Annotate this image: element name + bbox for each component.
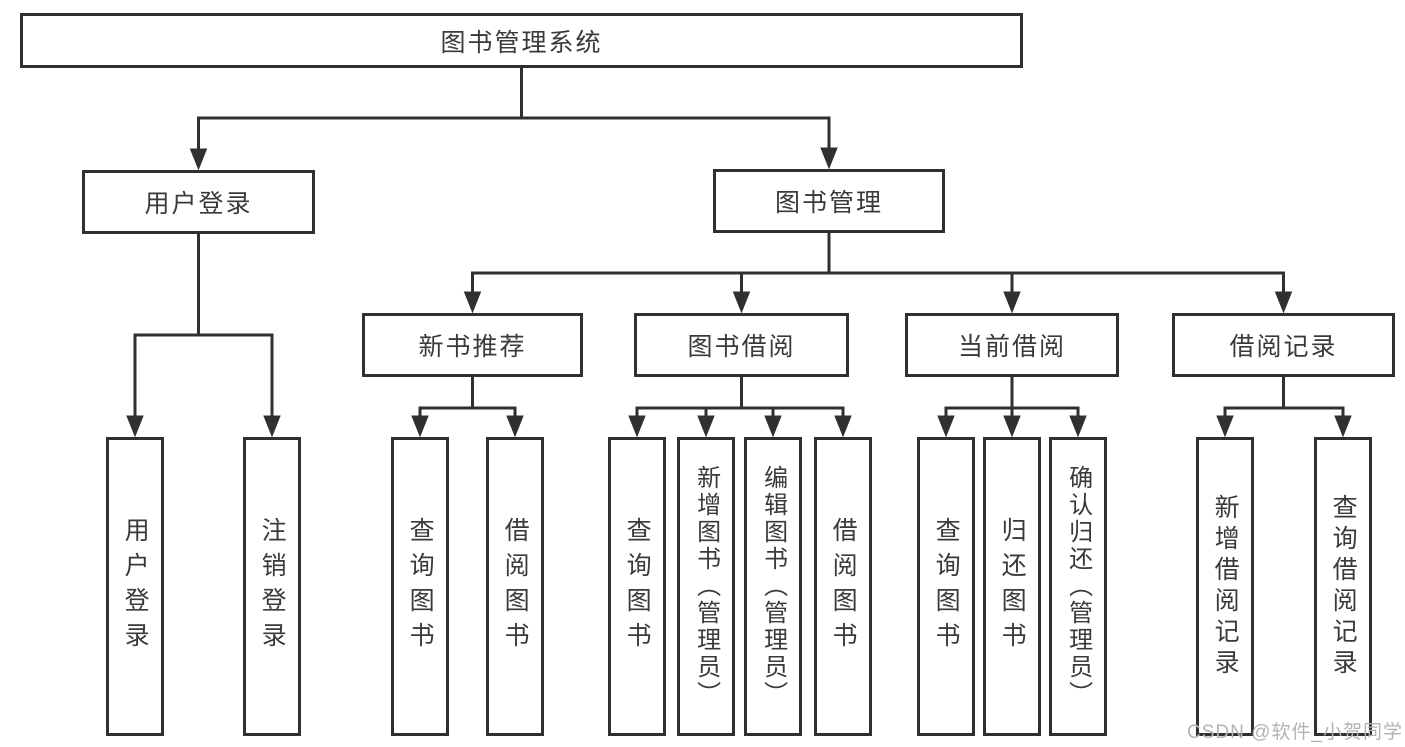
node-label: 新增借阅记录	[1211, 493, 1240, 680]
node-label: 新书推荐	[418, 333, 527, 361]
leaf-logout: 注销登录	[243, 437, 301, 736]
connector-borrow-records	[1216, 377, 1352, 438]
node-new-book-recommend: 新书推荐	[362, 313, 583, 377]
arrowhead-icon	[411, 415, 429, 438]
arrowhead-icon	[263, 415, 281, 438]
arrowhead-icon	[764, 415, 782, 438]
node-label: 编辑图书（管理员）	[759, 465, 787, 708]
arrowhead-icon	[1069, 415, 1087, 438]
leaf-user-login: 用户登录	[106, 437, 164, 736]
node-label: 图书借阅	[687, 333, 796, 361]
node-label: 查询图书	[932, 516, 961, 657]
connector-book-management	[463, 233, 1293, 314]
leaf-add-books-admin: 新增图书（管理员）	[677, 437, 735, 736]
node-label: 图书管理	[774, 189, 883, 217]
arrowhead-icon	[506, 415, 524, 438]
leaf-return-books: 归还图书	[983, 437, 1041, 736]
arrowhead-icon	[1003, 291, 1021, 314]
arrowhead-icon	[189, 148, 208, 171]
arrowhead-icon	[697, 415, 715, 438]
connector-new-book-recommend	[411, 377, 524, 438]
node-book-borrow: 图书借阅	[634, 313, 849, 377]
node-label: 查询图书	[623, 516, 652, 657]
node-label: 图书管理系统	[440, 28, 603, 57]
arrowhead-icon	[126, 415, 144, 438]
node-label: 归还图书	[998, 516, 1027, 657]
node-label: 查询借阅记录	[1329, 493, 1358, 680]
node-label: 新增图书（管理员）	[692, 465, 720, 708]
arrowhead-icon	[1003, 415, 1021, 438]
connector-user-login	[126, 234, 281, 438]
arrowhead-icon	[1334, 415, 1352, 438]
node-label: 确认归还（管理员）	[1064, 465, 1092, 708]
arrowhead-icon	[820, 147, 838, 170]
arrowhead-icon	[937, 415, 955, 438]
connector-current-borrow	[937, 377, 1087, 438]
arrowhead-icon	[1274, 291, 1293, 314]
arrowhead-icon	[834, 415, 852, 438]
arrowhead-icon	[463, 291, 482, 314]
arrowhead-icon	[1216, 415, 1234, 438]
node-label: 借阅记录	[1229, 333, 1338, 361]
csdn-watermark: CSDN @软件_小贺同学	[1187, 722, 1403, 743]
node-borrow-records: 借阅记录	[1172, 313, 1395, 377]
connector-root	[189, 68, 838, 171]
node-label: 用户登录	[144, 190, 253, 218]
node-label: 借阅图书	[829, 516, 858, 657]
connector-book-borrow	[628, 377, 852, 438]
leaf-borrow-books-recommend: 借阅图书	[486, 437, 544, 736]
arrowhead-icon	[628, 415, 646, 438]
leaf-query-books-recommend: 查询图书	[391, 437, 449, 736]
leaf-add-borrow-record: 新增借阅记录	[1196, 437, 1254, 736]
leaf-query-books-current: 查询图书	[917, 437, 975, 736]
node-current-borrow: 当前借阅	[905, 313, 1119, 377]
node-label: 借阅图书	[501, 516, 530, 657]
node-label: 注销登录	[258, 516, 287, 657]
node-user-login: 用户登录	[82, 170, 315, 234]
node-label: 用户登录	[121, 516, 150, 657]
node-label: 当前借阅	[957, 333, 1066, 361]
leaf-confirm-return-admin: 确认归还（管理员）	[1049, 437, 1107, 736]
leaf-query-books-borrow: 查询图书	[608, 437, 666, 736]
leaf-edit-books-admin: 编辑图书（管理员）	[744, 437, 802, 736]
arrowhead-icon	[732, 291, 751, 314]
node-library-management-system: 图书管理系统	[20, 13, 1023, 68]
node-label: 查询图书	[406, 516, 435, 657]
leaf-query-borrow-record: 查询借阅记录	[1314, 437, 1372, 736]
leaf-borrow-books: 借阅图书	[814, 437, 872, 736]
node-book-management: 图书管理	[713, 169, 945, 233]
